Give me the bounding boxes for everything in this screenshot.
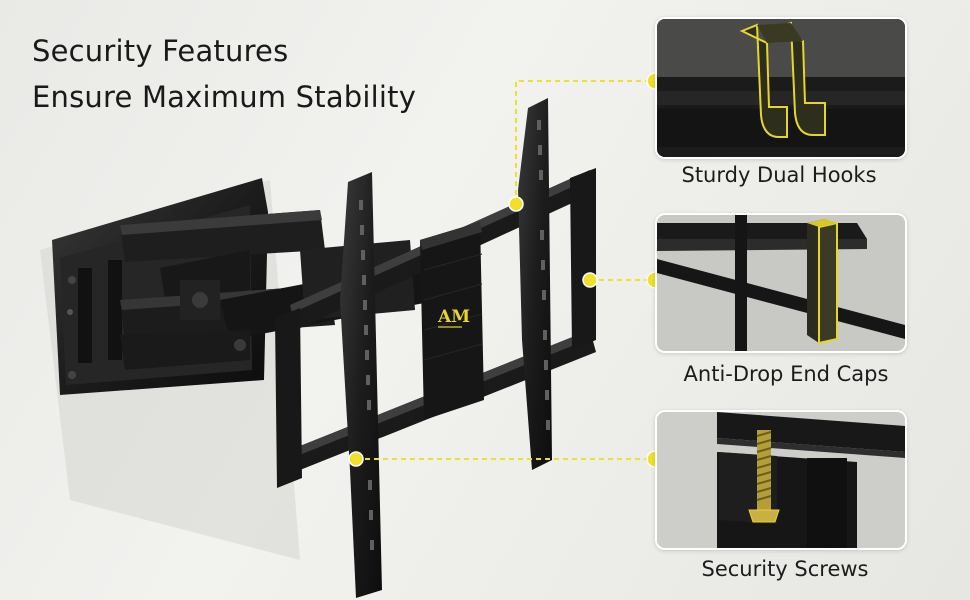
- callout-dot-screws-mount: [348, 451, 364, 467]
- left-tv-bracket: [340, 172, 382, 598]
- caption-hooks: Sturdy Dual Hooks: [681, 163, 877, 187]
- headline: Security Features Ensure Maximum Stabili…: [32, 28, 416, 120]
- feature-panel-caps: [655, 213, 907, 353]
- feature-panel-screws: [655, 410, 907, 550]
- callout-dot-caps-mount: [582, 272, 598, 288]
- brand-logo: AM: [437, 307, 470, 327]
- right-tv-bracket: [518, 98, 552, 470]
- caption-caps: Anti-Drop End Caps: [683, 362, 889, 386]
- callout-line-hooks: [515, 80, 655, 204]
- end-caps-closeup-icon: [657, 215, 905, 351]
- headline-line-2: Ensure Maximum Stability: [32, 80, 417, 114]
- center-block: [420, 222, 484, 420]
- feature-panel-hooks: [655, 17, 907, 159]
- callout-dot-hooks-mount: [508, 196, 524, 212]
- headline-line-1: Security Features: [32, 34, 289, 68]
- dual-hooks-closeup-icon: [657, 19, 905, 157]
- screw-closeup-icon: [657, 412, 905, 548]
- caption-screws: Security Screws: [701, 557, 869, 581]
